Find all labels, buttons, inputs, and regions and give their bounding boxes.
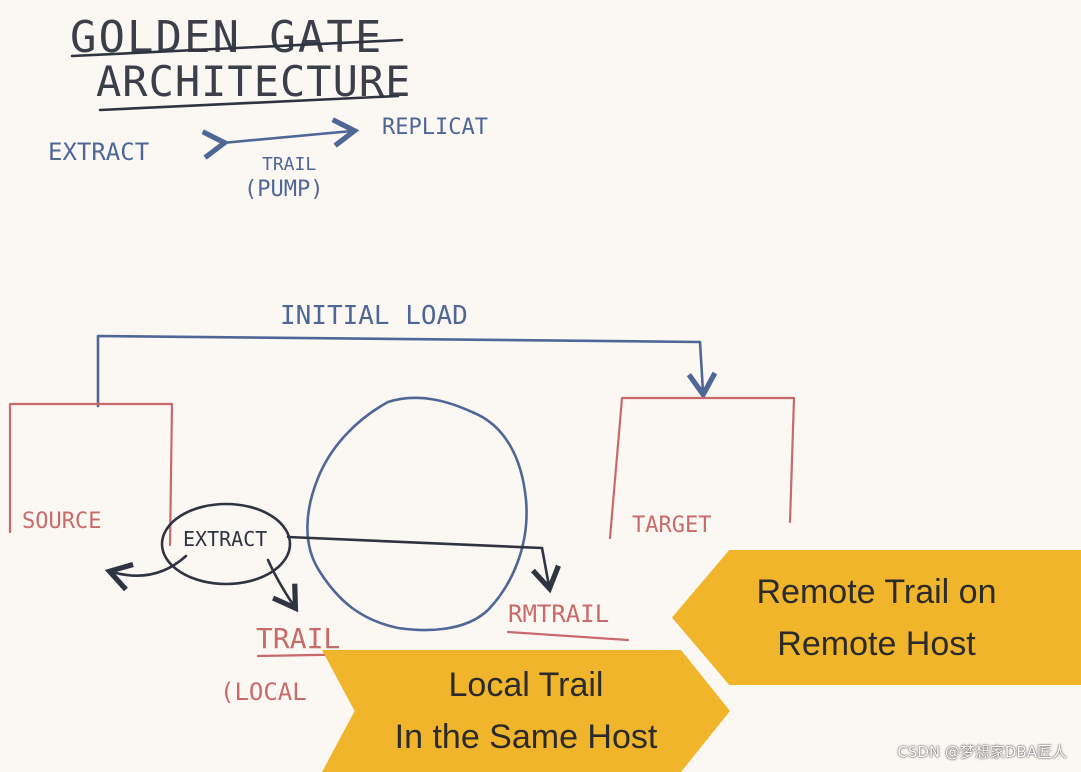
remote-banner-line2: Remote Host — [757, 618, 997, 670]
remote-trail-banner: Remote Trail on Remote Host — [672, 550, 1081, 685]
legend-extract: EXTRACT — [48, 138, 149, 166]
local-trail-banner: Local Trail In the Same Host — [322, 650, 730, 772]
target-label: TARGET — [632, 513, 711, 538]
extract-process-label: EXTRACT — [183, 527, 267, 551]
initial-load-label: INITIAL LOAD — [280, 301, 468, 331]
local-banner-line1: Local Trail — [395, 659, 658, 711]
csdn-watermark: CSDN @梦想家DBA匠人 — [897, 741, 1067, 762]
source-label: SOURCE — [22, 509, 101, 534]
network-cloud — [307, 398, 526, 630]
legend-pump: (PUMP) — [244, 177, 323, 202]
remote-trail-underline — [508, 632, 628, 640]
title-line1: GOLDEN GATE — [70, 12, 383, 63]
capture-arrow — [112, 556, 186, 576]
legend-replicat: REPLICAT — [382, 115, 488, 140]
initial-load-arrow — [98, 336, 703, 406]
remote-banner-line1: Remote Trail on — [757, 566, 997, 618]
legend-trail: TRAIL — [262, 154, 316, 175]
legend-double-arrow — [222, 131, 352, 143]
remote-trail-label: RMTRAIL — [508, 600, 609, 628]
local-trail-arrow — [268, 560, 294, 606]
local-note: (LOCAL — [220, 678, 307, 706]
local-banner-line2: In the Same Host — [395, 711, 658, 763]
